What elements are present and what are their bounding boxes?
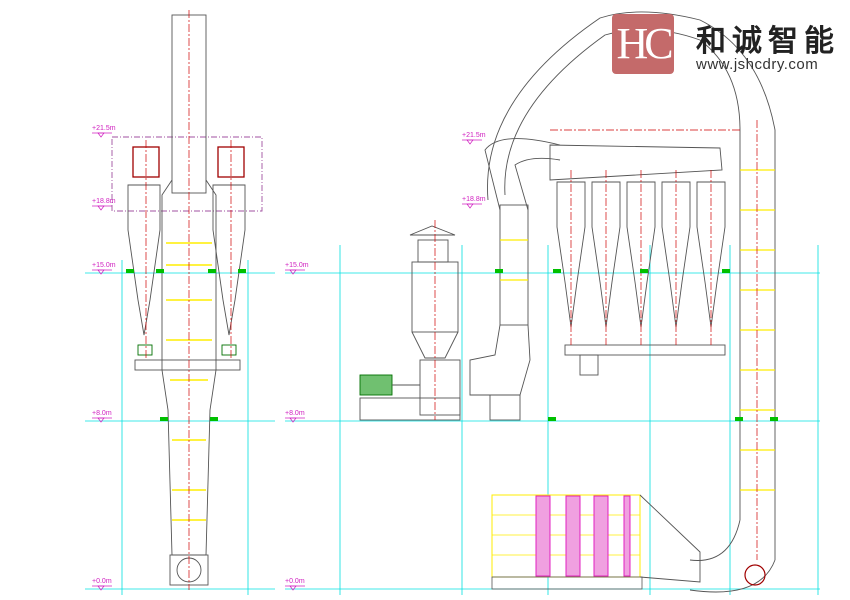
level-label-0-0: +0.0m bbox=[92, 578, 112, 585]
right-centerlines bbox=[434, 120, 758, 560]
level-markers bbox=[92, 132, 482, 591]
foundation-marks bbox=[126, 269, 778, 421]
logo-url: www.jshcdry.com bbox=[696, 56, 819, 73]
level-label-18-8: +18.8m bbox=[92, 198, 116, 205]
logo-badge: HC bbox=[612, 14, 674, 74]
duct-to-fan bbox=[469, 11, 776, 593]
level-label-15-0: +15.0m bbox=[92, 262, 116, 269]
dryer-unit bbox=[491, 494, 766, 590]
level-label-0-0-mid: +0.0m bbox=[285, 578, 305, 585]
company-logo: HC 和诚智能 www.jshcdry.com bbox=[612, 12, 842, 82]
logo-company-name: 和诚智能 bbox=[696, 24, 840, 59]
level-label-21-5-right: +21.5m bbox=[462, 132, 486, 139]
arch-duct-ribs bbox=[500, 169, 775, 491]
cyclone-bank bbox=[549, 144, 726, 376]
level-label-15-0-mid: +15.0m bbox=[285, 262, 309, 269]
left-centerlines bbox=[145, 10, 232, 590]
level-label-8-0-mid: +8.0m bbox=[285, 410, 305, 417]
fan-assembly bbox=[359, 225, 461, 421]
level-label-8-0: +8.0m bbox=[92, 410, 112, 417]
level-label-21-5: +21.5m bbox=[92, 125, 116, 132]
level-label-18-8-right: +18.8m bbox=[462, 196, 486, 203]
